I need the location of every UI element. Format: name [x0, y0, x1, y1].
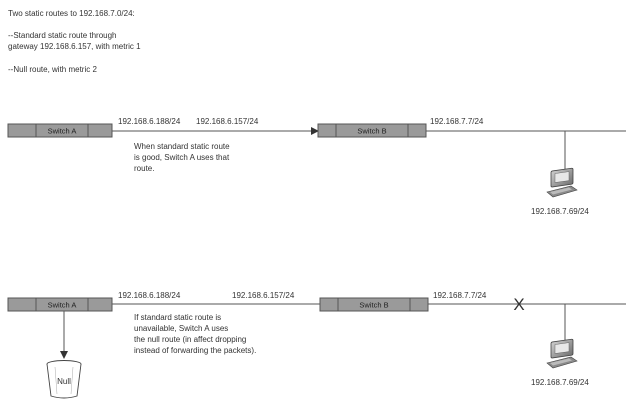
ip-gateway: 192.168.6.157/24 — [196, 117, 259, 126]
ip-switch-b-out: 192.168.7.7/24 — [433, 291, 487, 300]
switch-b-label: Switch B — [359, 301, 388, 310]
host-ip: 192.168.7.69/24 — [531, 207, 589, 216]
bottom-note-line: the null route (in affect dropping — [134, 335, 246, 344]
bottom-note-line: instead of forwarding the packets). — [134, 346, 256, 355]
switch-a-label: Switch A — [48, 127, 77, 136]
top-note-line: is good, Switch A uses that — [134, 153, 230, 162]
header-line: Two static routes to 192.168.7.0/24: — [8, 9, 135, 18]
switch-b: Switch B — [319, 297, 429, 312]
switch-b-body — [319, 297, 429, 312]
switch-b: Switch B — [317, 123, 427, 138]
switch-b-body — [317, 123, 427, 138]
switch-a-body — [7, 123, 113, 138]
ip-switch-a: 192.168.6.188/24 — [118, 117, 181, 126]
host-computer-icon — [546, 167, 578, 198]
ip-switch-b-out: 192.168.7.7/24 — [430, 117, 484, 126]
header-line: --Null route, with metric 2 — [8, 65, 97, 74]
switch-a: Switch A — [7, 123, 113, 138]
top-note-line: When standard static route — [134, 142, 230, 151]
switch-a-body — [7, 297, 113, 312]
header-notes: Two static routes to 192.168.7.0/24: --S… — [8, 9, 141, 74]
bottom-note-line: unavailable, Switch A uses — [134, 324, 228, 333]
top-note-line: route. — [134, 164, 154, 173]
header-line: --Standard static route through — [8, 31, 117, 40]
bottom-scenario: Switch A Switch B 192.168.6.188/24 192.1… — [7, 291, 626, 399]
ip-gateway: 192.168.6.157/24 — [232, 291, 295, 300]
host-ip: 192.168.7.69/24 — [531, 378, 589, 387]
null-label: Null — [57, 377, 71, 386]
ip-switch-a: 192.168.6.188/24 — [118, 291, 181, 300]
header-line: gateway 192.168.6.157, with metric 1 — [8, 42, 141, 51]
bottom-note-line: If standard static route is — [134, 313, 221, 322]
switch-b-label: Switch B — [357, 127, 386, 136]
top-scenario: Switch A Switch B 192.168.6.188/24 192.1… — [7, 117, 626, 216]
host-computer-icon — [546, 338, 578, 369]
link-failure-x-icon: X — [513, 295, 524, 314]
switch-a-label: Switch A — [48, 301, 77, 310]
null-trash-icon: Null — [46, 360, 82, 399]
switch-a: Switch A — [7, 297, 113, 312]
